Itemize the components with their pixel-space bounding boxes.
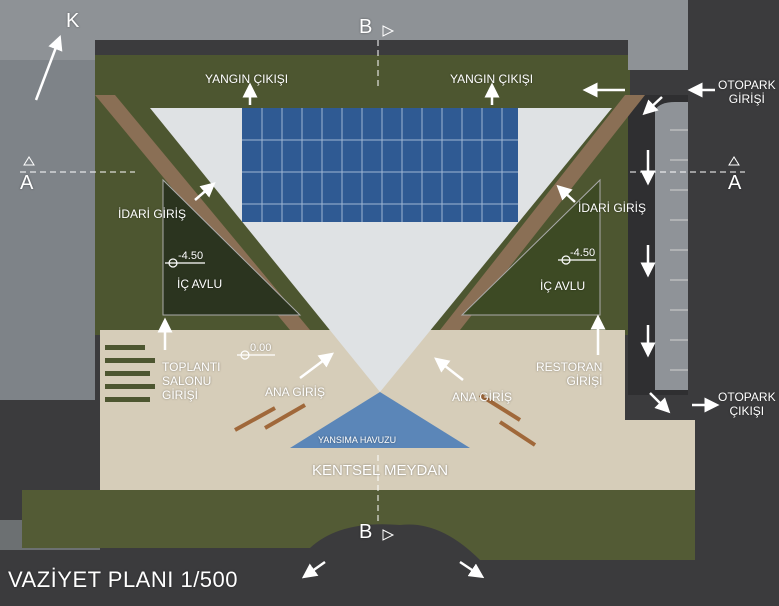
section-lines: [20, 40, 745, 525]
courtyard-left-label: İÇ AVLU: [177, 277, 223, 291]
section-b-bottom: B: [359, 521, 373, 543]
wood-deck-right: [440, 95, 645, 330]
parking-entry-line1: OTOPARK: [718, 78, 776, 92]
restaurant-line2: GİRİŞİ: [566, 374, 603, 388]
admin-entry-left-label: İDARİ GİRİŞ: [118, 207, 187, 221]
fire-exit-right-label: YANGIN ÇIKIŞI: [450, 72, 534, 86]
meeting-line1: TOPLANTI: [162, 360, 221, 374]
section-a-right: A: [728, 172, 742, 194]
parking-stripes: [670, 129, 688, 371]
neighbor-shadow: [0, 60, 95, 400]
main-entry-right-label: ANA GİRİŞ: [452, 390, 513, 404]
urban-square-label: KENTSEL MEYDAN: [312, 462, 449, 479]
level-markers: [165, 255, 596, 360]
admin-entry-right-label: İDARİ GİRİŞ: [578, 201, 647, 215]
plan-title: VAZİYET PLANI 1/500: [8, 567, 239, 592]
fire-exit-left-label: YANGIN ÇIKIŞI: [205, 72, 289, 86]
parking-entry-line2: GİRİŞİ: [728, 92, 765, 106]
section-a-left: A: [20, 172, 34, 194]
level-plaza: 0.00: [250, 342, 272, 354]
level-courtyard-right: -4.50: [570, 247, 596, 259]
courtyard-left: [162, 178, 302, 316]
reflecting-pool-label: YANSIMA HAVUZU: [318, 435, 397, 445]
meeting-line3: GİRİŞİ: [162, 388, 199, 402]
parking-exit-line2: ÇIKIŞI: [729, 404, 765, 418]
neighbor-block: [0, 0, 628, 300]
seating: [234, 393, 537, 447]
glass-mullions: [242, 108, 518, 222]
reflecting-pool: [290, 392, 470, 448]
direction-arrows: [34, 34, 720, 579]
green-strip: [22, 490, 695, 560]
courtyard-right: [460, 178, 601, 316]
parking-island: [655, 102, 688, 390]
restaurant-line1: RESTORAN: [536, 360, 603, 374]
neighbor-right: [628, 0, 688, 70]
meeting-line2: SALONU: [162, 374, 212, 388]
north-label: K: [66, 10, 80, 32]
main-entry-left-label: ANA GİRİŞ: [265, 385, 326, 399]
level-courtyard-left: -4.50: [178, 250, 204, 262]
plaza-benches: [105, 345, 155, 402]
section-triangles: [23, 25, 740, 541]
section-b-top: B: [359, 16, 373, 38]
courtyard-right-label: İÇ AVLU: [540, 279, 586, 293]
parking-exit-line1: OTOPARK: [718, 390, 776, 404]
glass-roof: [242, 108, 518, 222]
